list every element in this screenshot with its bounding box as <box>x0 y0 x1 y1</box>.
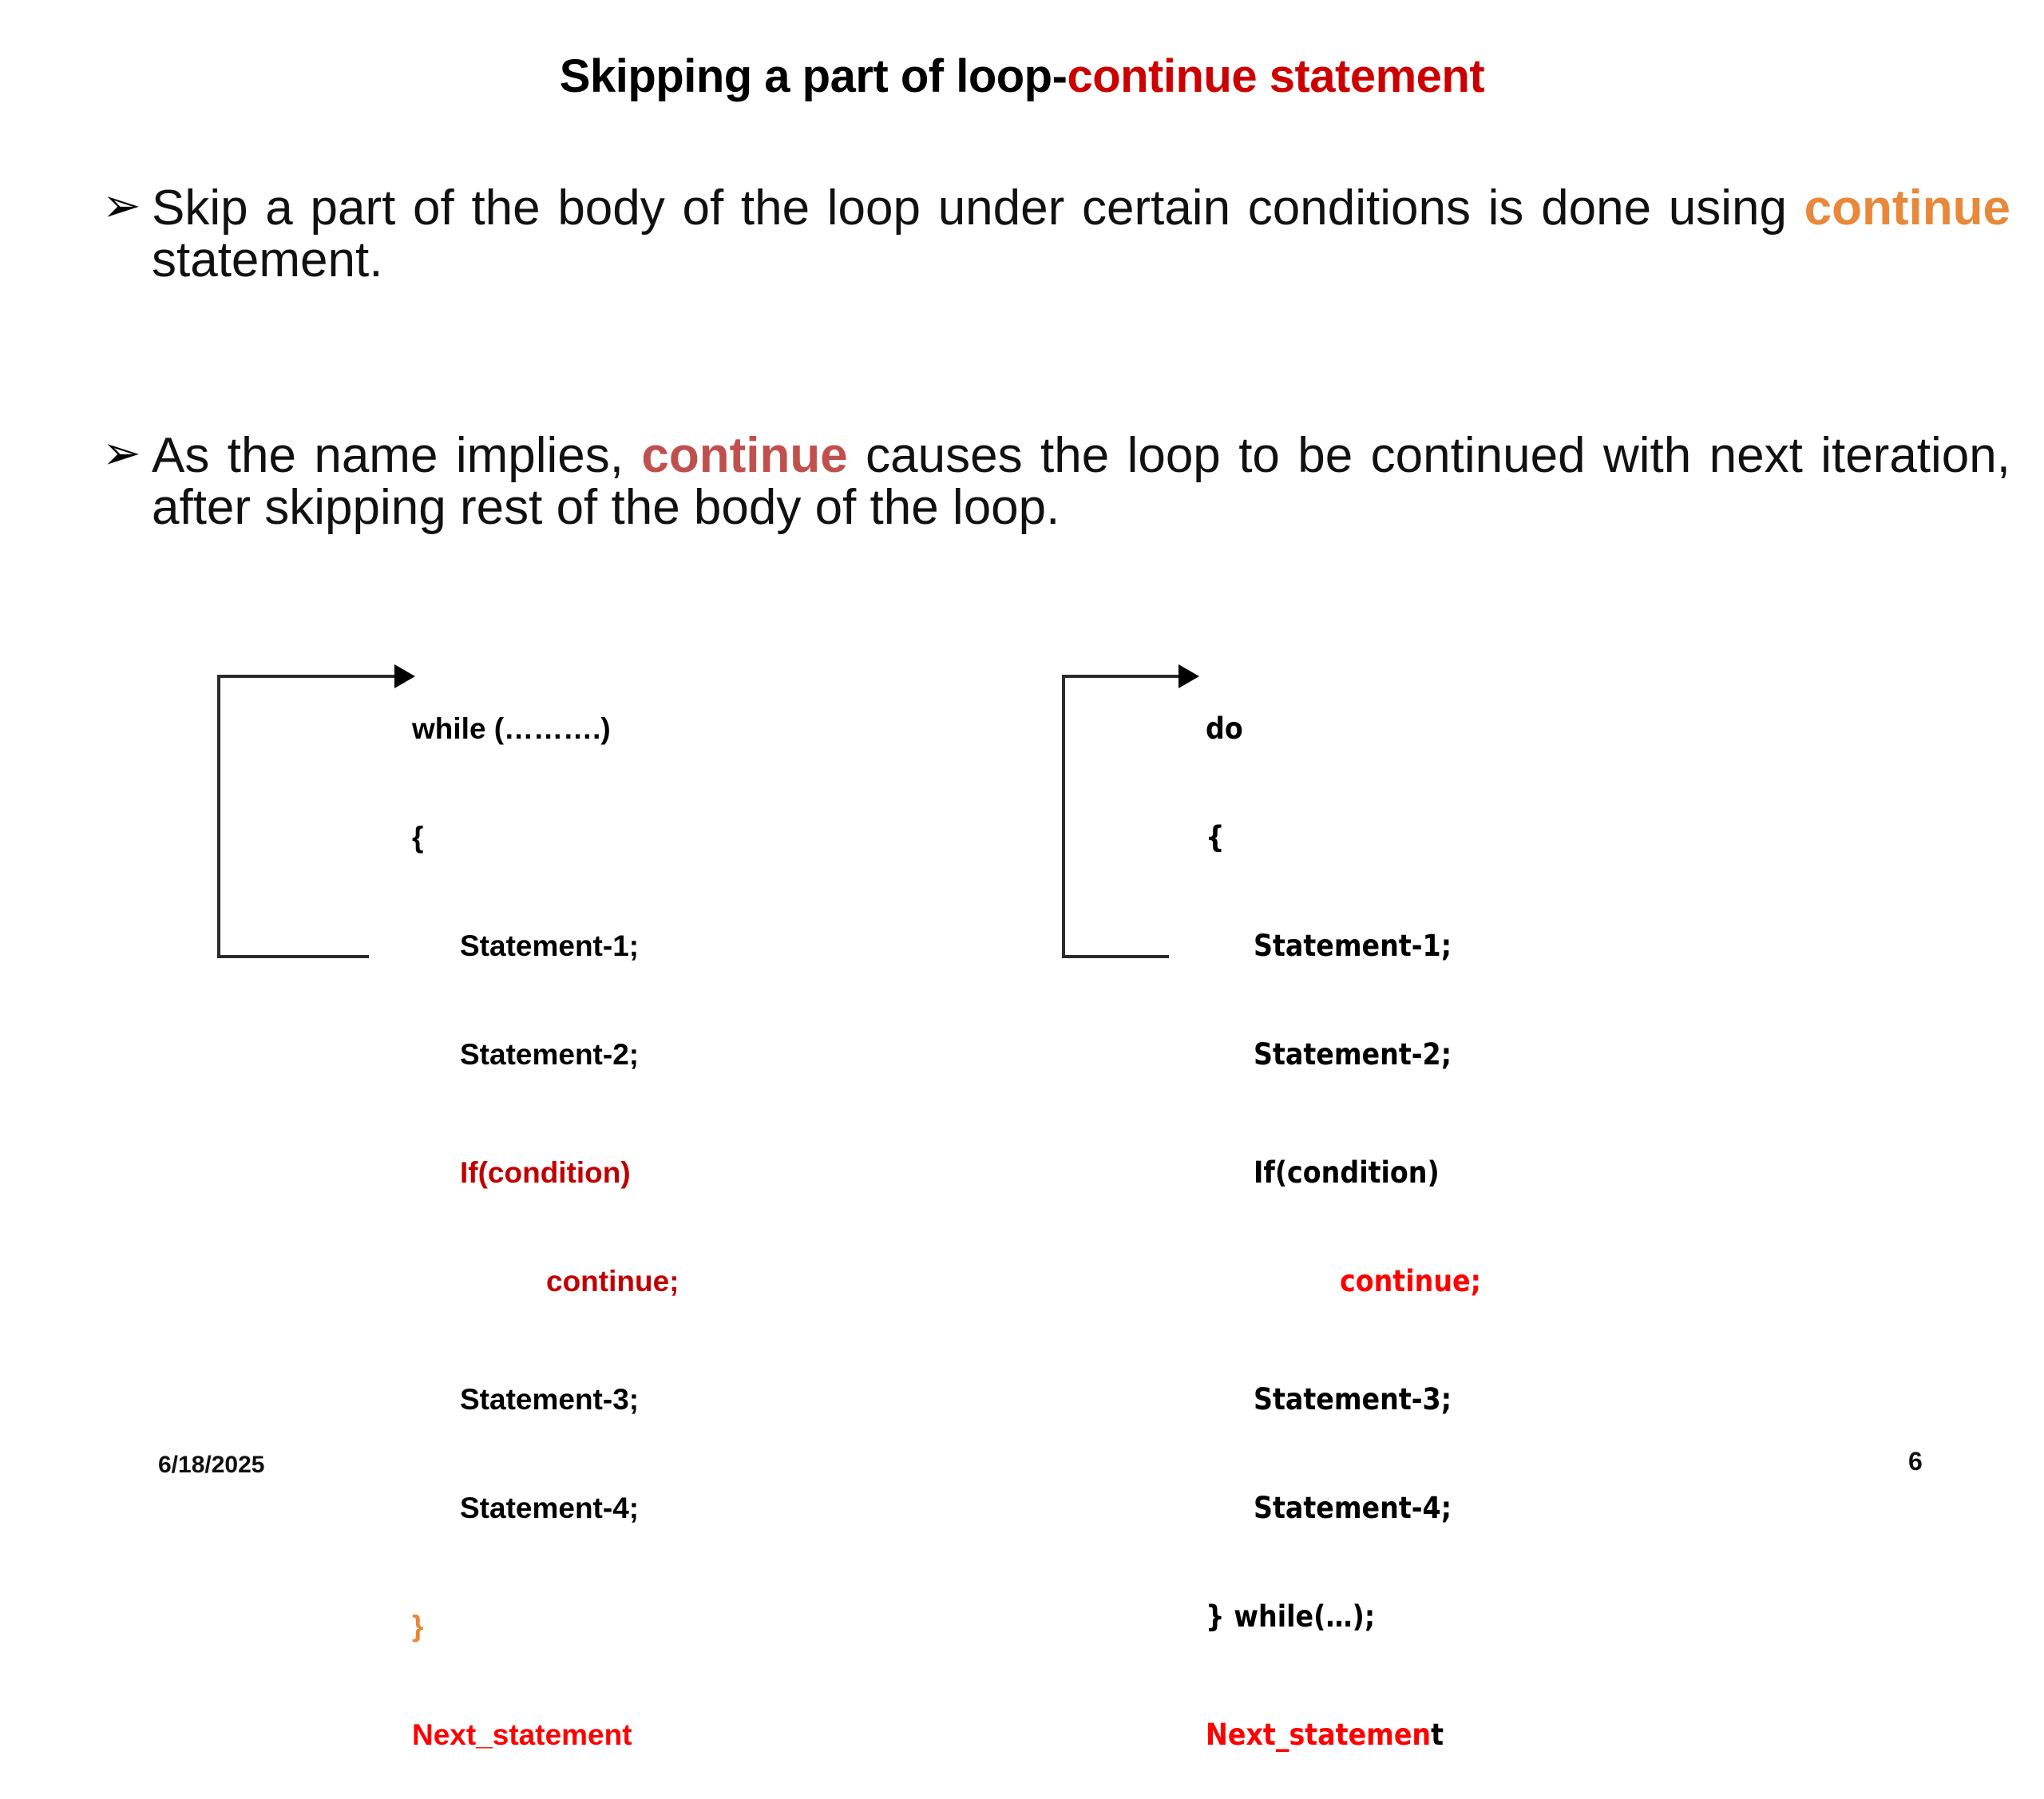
bracket-left-bar <box>1062 675 1065 958</box>
code-line-if-condition: If(condition) <box>1254 1155 1440 1190</box>
code-line-continue: continue; <box>1340 1264 1481 1298</box>
bullet-1-text-before: Skip a part of the body of the loop unde… <box>152 180 1804 236</box>
do-while-loop-code-block: do { Statement-1; Statement-2; If(condit… <box>1206 655 1481 1799</box>
bullet-arrow-icon: ➢ <box>102 427 141 479</box>
bracket-bottom-bar <box>1062 955 1169 958</box>
next-statement-black-part: t <box>1431 1718 1444 1752</box>
footer-date: 6/18/2025 <box>158 1452 265 1478</box>
bullet-1-keyword: continue <box>1804 180 2010 236</box>
code-line-statement-1: Statement-1; <box>1254 929 1452 963</box>
bullet-1-text-after: statement. <box>152 232 383 288</box>
code-line-open-brace: { <box>412 821 424 854</box>
bracket-top-bar <box>217 675 398 678</box>
bracket-left-bar <box>217 675 220 958</box>
code-line-statement-4: Statement-4; <box>1254 1491 1452 1525</box>
page-title: Skipping a part of loop-continue stateme… <box>0 50 2044 103</box>
arrow-head-icon <box>394 664 415 688</box>
do-while-loop-back-arrow <box>1062 664 1199 958</box>
code-line-while-header: while (……….) <box>412 712 611 745</box>
code-line-next-statement: Next_statement <box>1206 1720 1481 1769</box>
while-loop-back-arrow <box>217 664 415 958</box>
bullet-2-text-before: As the name implies, <box>152 428 642 483</box>
footer-page-number: 6 <box>1908 1447 1923 1476</box>
arrow-head-icon <box>1178 664 1199 688</box>
code-line-do-header: do <box>1206 711 1243 746</box>
bracket-bottom-bar <box>217 955 369 958</box>
bullet-item-2-text: As the name implies, continue causes the… <box>152 430 2010 533</box>
code-line-statement-2: Statement-2; <box>1254 1037 1452 1072</box>
code-line-if-condition: If(condition) <box>460 1156 631 1189</box>
code-line-open-brace: { <box>1206 820 1225 854</box>
code-line-statement-1: Statement-1; <box>460 929 640 962</box>
while-loop-code-block: while (……….) { Statement-1; Statement-2;… <box>412 655 679 1799</box>
bullet-2-text-after: causes the loop to be continued with nex… <box>152 428 2010 536</box>
code-line-statement-3: Statement-3; <box>1254 1382 1452 1417</box>
code-line-statement-3: Statement-3; <box>460 1383 640 1416</box>
bullet-item-1: ➢ Skip a part of the body of the loop un… <box>102 180 2010 286</box>
bullet-arrow-icon: ➢ <box>102 180 141 232</box>
code-line-close-brace: } <box>412 1610 424 1642</box>
page-title-main: Skipping a part of loop- <box>559 50 1068 102</box>
bullet-2-keyword: continue <box>641 428 848 483</box>
bullet-item-1-text: Skip a part of the body of the loop unde… <box>152 182 2010 286</box>
bullet-item-2: ➢ As the name implies, continue causes t… <box>102 427 2010 533</box>
code-line-statement-2: Statement-2; <box>460 1038 640 1071</box>
next-statement-red-part: Next_statemen <box>1206 1718 1432 1752</box>
code-line-statement-4: Statement-4; <box>460 1492 640 1524</box>
code-line-next-statement: Next_statement <box>412 1718 632 1751</box>
code-line-close-brace-while: } while(…); <box>1206 1599 1376 1634</box>
page-title-accent: continue statement <box>1067 50 1485 102</box>
bracket-top-bar <box>1062 675 1182 678</box>
code-line-continue: continue; <box>546 1265 679 1298</box>
